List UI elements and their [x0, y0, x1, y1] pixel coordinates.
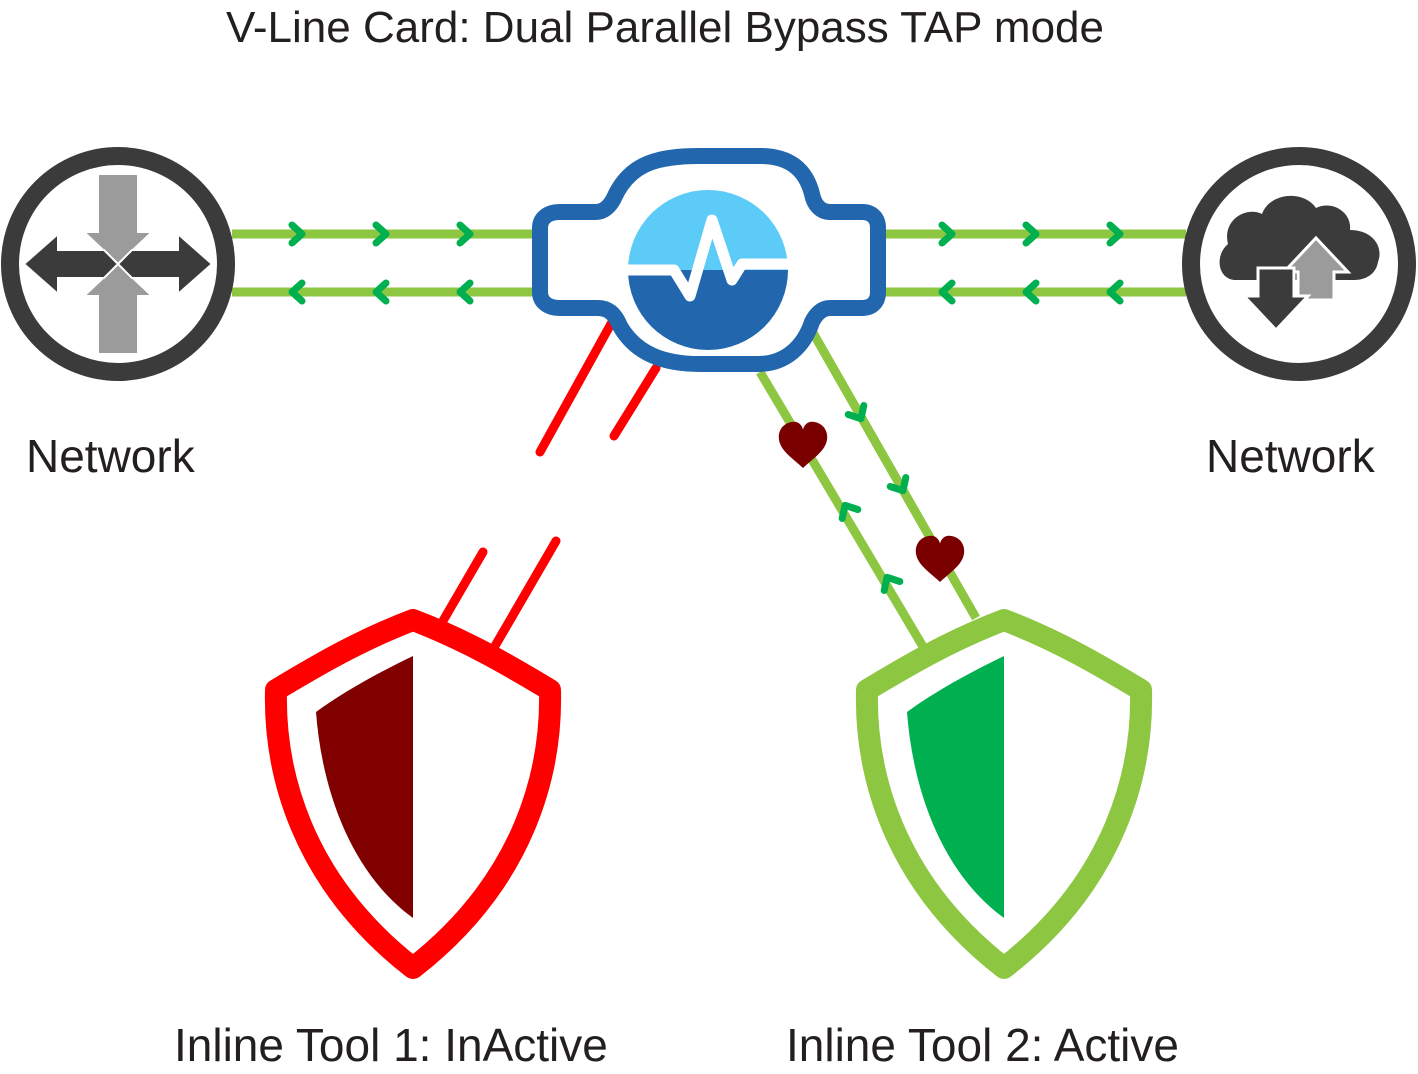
left-network-links — [232, 225, 540, 301]
vline-card — [532, 148, 886, 372]
tool1-label: Inline Tool 1: InActive — [174, 1019, 608, 1071]
heartbeat-pulse-icon — [628, 190, 788, 350]
network-left-node — [1, 147, 235, 381]
right-network-links — [880, 225, 1186, 301]
heartbeat-hearts — [778, 421, 965, 582]
diagram-title: V-Line Card: Dual Parallel Bypass TAP mo… — [225, 3, 1104, 52]
tool1-shield — [264, 609, 562, 979]
heart-icon — [915, 535, 965, 582]
router-icon — [22, 173, 214, 355]
tool2-shield — [855, 609, 1153, 979]
heart-icon — [778, 421, 828, 468]
tool2-label: Inline Tool 2: Active — [786, 1019, 1179, 1071]
cloud-transfer-icon — [1219, 195, 1380, 333]
tool2-active-links — [756, 321, 980, 653]
tool1-broken-links — [435, 317, 661, 651]
network-right-node — [1182, 147, 1416, 381]
network-right-label: Network — [1206, 430, 1375, 482]
network-left-label: Network — [26, 430, 195, 482]
